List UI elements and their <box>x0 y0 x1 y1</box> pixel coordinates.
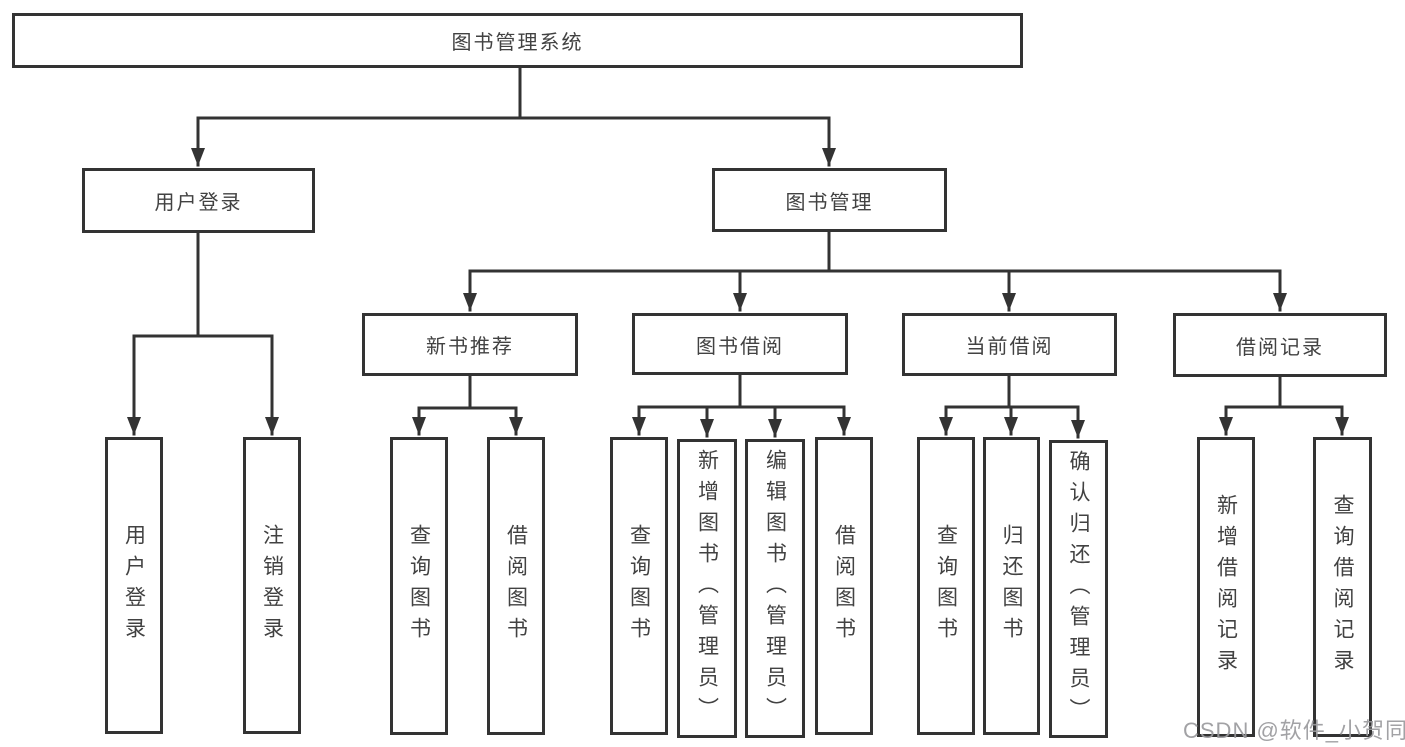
node-label: 新增借阅记录 <box>1214 494 1238 680</box>
node-query-borrow-record: 查询借阅记录 <box>1313 437 1372 737</box>
connector-arrows-level4 <box>127 334 1349 439</box>
node-new-book-recommend: 新书推荐 <box>362 313 578 376</box>
node-label: 借阅图书 <box>832 524 856 648</box>
connector-arrows-level3 <box>463 269 1287 312</box>
node-system-root: 图书管理系统 <box>12 13 1023 68</box>
node-label: 借阅图书 <box>504 524 528 648</box>
node-borrow-query-book: 查询图书 <box>610 437 668 735</box>
node-label: 查询借阅记录 <box>1331 494 1354 680</box>
node-book-borrow: 图书借阅 <box>632 313 848 375</box>
node-current-query-book: 查询图书 <box>917 437 975 735</box>
node-add-borrow-record: 新增借阅记录 <box>1197 437 1255 737</box>
node-label: 查询图书 <box>407 524 431 648</box>
node-logout: 注销登录 <box>243 437 301 734</box>
connector-skeleton <box>132 66 1344 410</box>
node-label: 图书管理 <box>785 191 874 214</box>
node-label: 查询图书 <box>627 524 651 648</box>
node-recommend-query-book: 查询图书 <box>390 437 448 735</box>
node-label: 确认归还（管理员） <box>1067 449 1090 729</box>
node-label: 借阅记录 <box>1236 336 1324 359</box>
node-label: 新书推荐 <box>426 336 514 358</box>
node-confirm-return-admin: 确认归还（管理员） <box>1049 440 1108 738</box>
node-add-book-admin: 新增图书（管理员） <box>677 439 737 738</box>
node-borrow-borrow-book: 借阅图书 <box>815 437 873 735</box>
node-label: 查询图书 <box>934 524 958 648</box>
node-label: 用户登录 <box>154 192 243 214</box>
node-label: 新增图书（管理员） <box>695 449 719 728</box>
node-label: 当前借阅 <box>965 336 1054 358</box>
node-edit-book-admin: 编辑图书（管理员） <box>745 439 805 738</box>
node-label: 归还图书 <box>1000 524 1023 648</box>
node-borrow-record: 借阅记录 <box>1173 313 1387 377</box>
connector-arrows-level2 <box>191 116 836 167</box>
node-current-borrow: 当前借阅 <box>902 313 1117 376</box>
node-recommend-borrow-book: 借阅图书 <box>487 437 545 735</box>
node-book-management: 图书管理 <box>712 168 947 232</box>
node-return-book: 归还图书 <box>983 437 1040 735</box>
node-login: 用户登录 <box>105 437 163 734</box>
watermark: CSDN @软件_小贺同学 <box>1183 718 1405 743</box>
node-label: 编辑图书（管理员） <box>763 449 787 728</box>
node-label: 注销登录 <box>260 523 284 648</box>
node-label: 图书管理系统 <box>451 32 584 54</box>
node-label: 用户登录 <box>122 523 146 648</box>
node-label: 图书借阅 <box>696 335 784 358</box>
node-user-login: 用户登录 <box>82 168 315 233</box>
